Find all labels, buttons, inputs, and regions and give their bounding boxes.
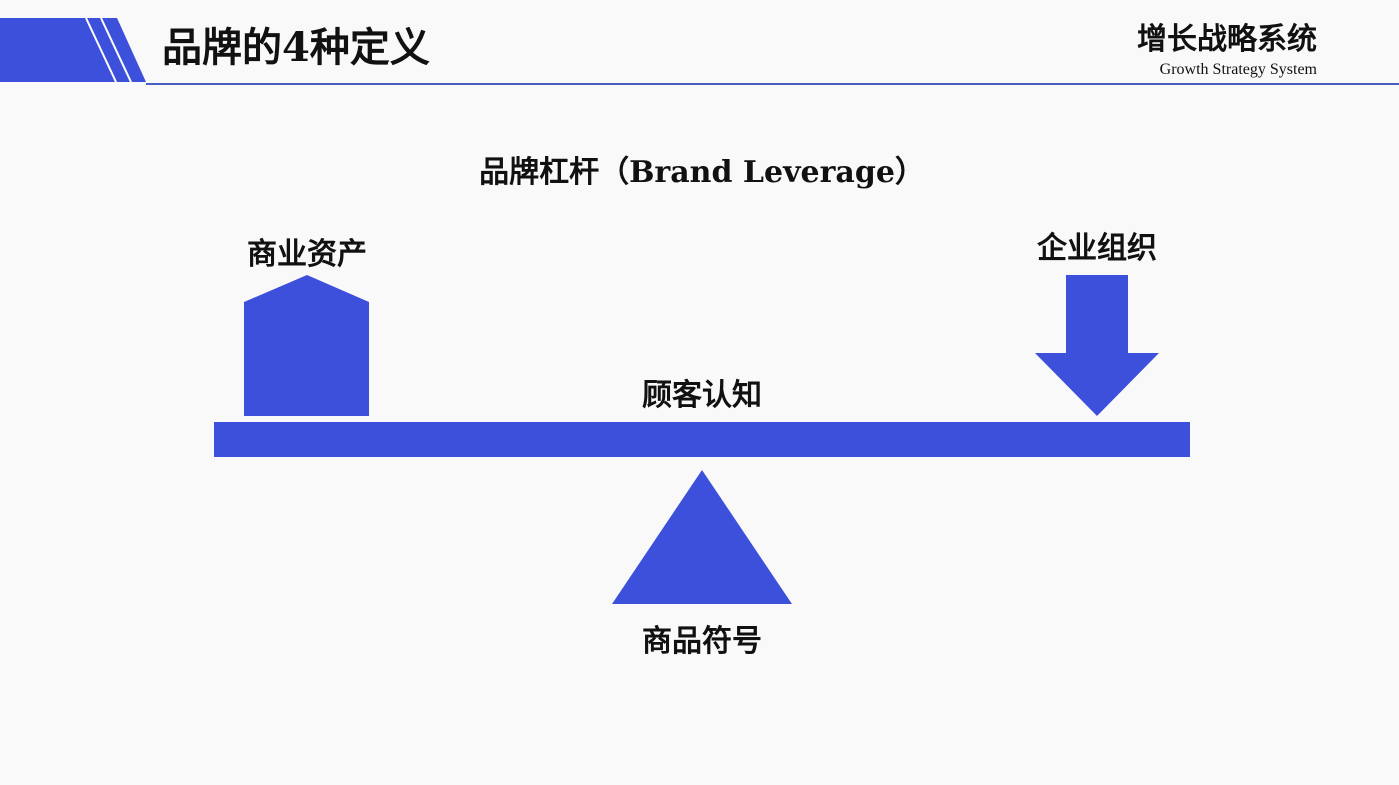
fulcrum-triangle (612, 470, 792, 604)
page-title: 品牌的4种定义 (162, 24, 430, 71)
label-organization: 企业组织 (1037, 231, 1157, 266)
brand-subtitle: Growth Strategy System (1159, 61, 1317, 78)
header-banner (0, 18, 146, 82)
brand-name: 增长战略系统 (1137, 22, 1317, 57)
label-customer-perception: 顾客认知 (642, 378, 762, 413)
down-arrow-icon (1035, 275, 1159, 416)
header-rule (146, 83, 1399, 85)
house-shape (244, 275, 369, 416)
diagram-heading: 品牌杠杆（Brand Leverage） (479, 155, 925, 190)
label-business-assets: 商业资产 (247, 237, 367, 272)
lever-beam (214, 422, 1190, 457)
banner-stripe (85, 17, 117, 83)
label-product-symbol: 商品符号 (642, 624, 762, 659)
banner-stripe (100, 17, 132, 83)
